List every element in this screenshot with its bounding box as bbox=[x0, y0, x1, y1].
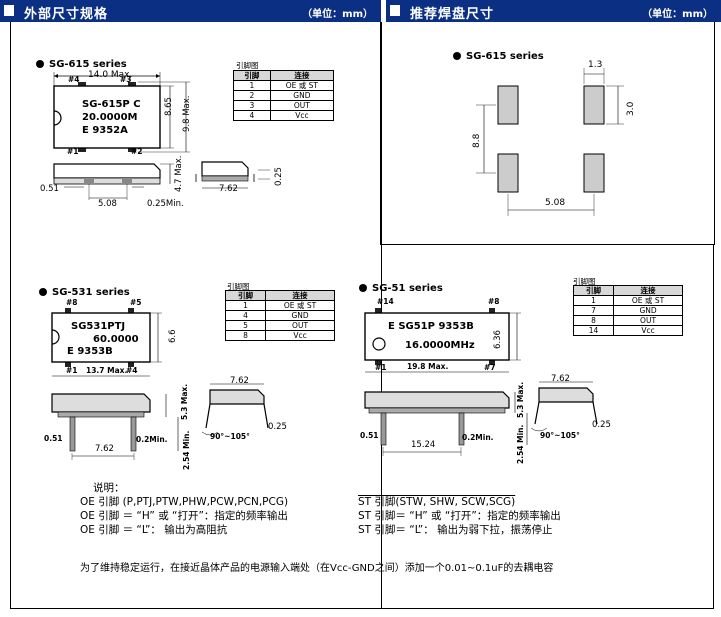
notes-right-line-1: ST 引脚(STW, SHW, SCW,SCG) bbox=[358, 496, 516, 508]
sg531-dim-side-w: 7.62 bbox=[230, 376, 249, 386]
sg51-dim-angle: 90°~105° bbox=[540, 431, 580, 440]
sg531-chip-line-3: E 9353B bbox=[67, 346, 113, 357]
sg51-pin-top-right: #8 bbox=[488, 297, 500, 306]
header-square-icon bbox=[4, 5, 14, 16]
sg531-pin-top-right: #5 bbox=[130, 298, 142, 307]
sg531-pin-bottom-right: #4 bbox=[126, 366, 138, 375]
pin-cell: 8 bbox=[224, 330, 267, 341]
sg615-drawing bbox=[53, 72, 270, 200]
conn-col-header: 连接 bbox=[613, 285, 683, 296]
conn-cell: Vcc bbox=[265, 330, 335, 341]
sg531-chip-line-1: SG531PTJ bbox=[71, 321, 126, 332]
sg615-dim-side-w: 7.62 bbox=[219, 184, 238, 194]
notes-left-line-2: OE 引脚 ＝ “H” 或 “打开”：指定的频率输出 bbox=[80, 510, 288, 522]
pad-drawing bbox=[476, 68, 624, 216]
sg615-series-title: SG-615 series bbox=[36, 59, 127, 70]
sg615-pin-bottom-right: #2 bbox=[131, 147, 143, 156]
notes-left-line-3: OE 引脚 ＝ “L”： 输出为高阻抗 bbox=[80, 524, 228, 536]
sg51-dim-pitch: 15.24 bbox=[411, 440, 436, 450]
sg615-dim-inner: 8.65 bbox=[164, 97, 174, 116]
sg615-pin-top-right: #3 bbox=[120, 75, 132, 84]
sg615-pin-bottom-left: #1 bbox=[67, 147, 79, 156]
sg531-dim-width: 13.7 Max. bbox=[86, 366, 128, 375]
sg615-dim-height: 9.8 Max. bbox=[182, 95, 192, 133]
header-square-icon bbox=[390, 5, 400, 16]
right-header-title: 推荐焊盘尺寸 bbox=[410, 7, 495, 22]
right-frame bbox=[380, 22, 715, 245]
sg615-chip-line-3: E 9352A bbox=[82, 125, 128, 136]
pin-col-header: 引脚 bbox=[224, 290, 267, 301]
sg51-chip-line-1: E SG51P 9353B bbox=[388, 321, 474, 332]
sg531-pin-bottom-left: #1 bbox=[66, 366, 78, 375]
sg51-dim-lead-w: 0.2Min. bbox=[462, 433, 494, 442]
sg531-series-title: SG-531 series bbox=[39, 287, 130, 298]
notes-heading: 说明： bbox=[93, 482, 125, 494]
sg531-dim-pitch: 7.62 bbox=[95, 444, 114, 454]
pad-dim-v-pitch: 8.8 bbox=[472, 133, 482, 148]
sg531-dim-lead: 2.54 Min. bbox=[182, 430, 191, 470]
sg51-dim-height: 6.36 bbox=[493, 330, 503, 349]
sg51-dim-side-t: 0.25 bbox=[592, 420, 611, 430]
sg51-dim-lead: 2.54 Min. bbox=[516, 424, 525, 464]
sg51-pin-table-caption: 引脚图 bbox=[573, 277, 596, 286]
sg531-dim-pin-w: 0.51 bbox=[44, 434, 63, 443]
sg51-dim-width: 19.8 Max. bbox=[407, 362, 449, 371]
sg531-dim-height: 6.6 bbox=[168, 329, 178, 343]
notes-right-line-2: ST 引脚＝ “H” 或 “打开”：指定的频率输出 bbox=[358, 510, 561, 522]
sg615-dim-standoff: 0.25Min. bbox=[147, 199, 184, 209]
left-header-unit: （单位：mm） bbox=[302, 9, 373, 20]
sg531-drawing bbox=[51, 308, 269, 460]
sg51-chip-line-2: 16.0000MHz bbox=[405, 340, 475, 351]
sg51-dim-thick: 5.3 Max. bbox=[516, 381, 525, 418]
left-header-bar: 外部尺寸规格 （单位：mm） bbox=[0, 0, 381, 22]
sg51-pin-bottom-right: #7 bbox=[484, 363, 496, 372]
sg615-pin-top-left: #4 bbox=[68, 75, 80, 84]
sg615-chip-line-1: SG-615P C bbox=[82, 99, 141, 110]
pad-series-title: SG-615 series bbox=[453, 51, 544, 62]
right-header-bar: 推荐焊盘尺寸 （单位：mm） bbox=[386, 0, 721, 22]
sg51-pin-bottom-left: #1 bbox=[375, 363, 387, 372]
pin-col-header: 引脚 bbox=[572, 285, 615, 296]
sg615-pin-table-caption: 引脚图 bbox=[236, 61, 259, 70]
pad-dim-w: 1.3 bbox=[588, 60, 603, 70]
left-header-title: 外部尺寸规格 bbox=[24, 7, 109, 22]
notes-left-line-1: OE 引脚 (P,PTJ,PTW,PHW,PCW,PCN,PCG) bbox=[80, 496, 289, 508]
sg531-dim-thick: 5.3 Max. bbox=[180, 383, 189, 420]
conn-cell: Vcc bbox=[613, 325, 683, 336]
sg615-dim-pin-w: 0.51 bbox=[40, 184, 59, 194]
sg615-dim-pitch: 5.08 bbox=[98, 199, 117, 209]
sg615-dim-side-t: 0.25 bbox=[274, 167, 284, 186]
sg51-pin-top-left: #14 bbox=[377, 297, 394, 306]
sg531-pin-table-caption: 引脚图 bbox=[227, 282, 250, 291]
sg615-dim-width: 14.0 Max. bbox=[88, 70, 133, 80]
sg531-chip-line-2: 60.0000 bbox=[93, 334, 139, 345]
sg51-drawing bbox=[364, 308, 598, 456]
sg531-pin-top-left: #8 bbox=[66, 298, 78, 307]
sg615-chip-line-2: 20.0000M bbox=[82, 112, 138, 123]
pad-dim-h: 3.0 bbox=[626, 101, 636, 116]
sg51-series-title: SG-51 series bbox=[359, 283, 443, 294]
pin-cell: 14 bbox=[572, 325, 615, 336]
sg531-dim-lead-w: 0.2Min. bbox=[136, 435, 168, 444]
sg531-dim-side-t: 0.25 bbox=[268, 422, 287, 432]
conn-cell: Vcc bbox=[269, 110, 335, 121]
sg615-dim-thick: 4.7 Max. bbox=[174, 155, 184, 193]
bottom-frame bbox=[380, 244, 714, 609]
sg51-dim-pin-w: 0.51 bbox=[360, 431, 379, 440]
notes-footer: 为了维持稳定运行，在接近晶体产品的电源输入端处（在Vcc-GND之间）添加一个0… bbox=[80, 563, 554, 574]
pad-dim-h-pitch: 5.08 bbox=[545, 198, 566, 208]
right-header-unit: （单位：mm） bbox=[642, 9, 713, 20]
notes-right-line-3: ST 引脚＝ “L”： 输出为弱下拉，振荡停止 bbox=[358, 524, 553, 536]
conn-col-header: 连接 bbox=[265, 290, 335, 301]
sg531-dim-angle: 90°~105° bbox=[210, 432, 250, 441]
sg51-dim-side-w: 7.62 bbox=[551, 374, 570, 384]
